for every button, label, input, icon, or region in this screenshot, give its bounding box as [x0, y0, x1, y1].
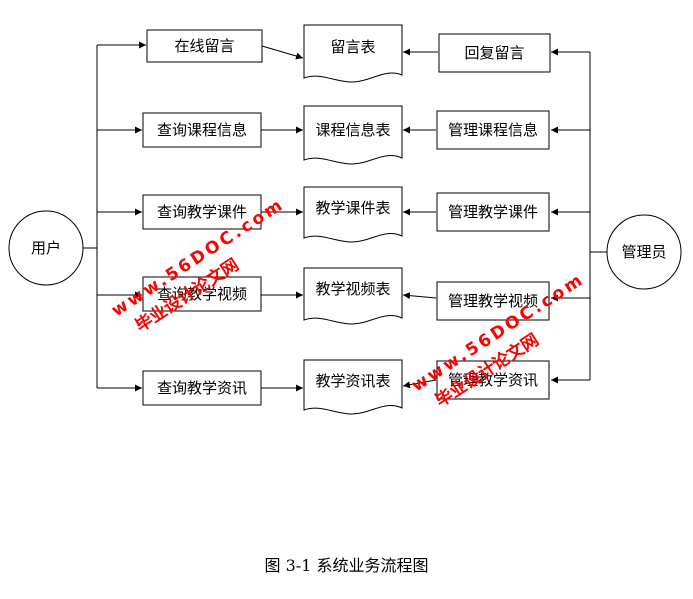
- admin-action-box: 回复留言: [464, 44, 524, 62]
- user-node: 用户: [8, 210, 84, 286]
- data-table-box: 课程信息表: [315, 121, 390, 139]
- admin-action-box: 管理教学课件: [448, 203, 538, 221]
- user-action-box: 查询课程信息: [157, 121, 247, 139]
- flow-row-1: 在线留言 留言表 回复留言: [146, 24, 551, 83]
- flow-row-2: 查询课程信息 课程信息表 管理课程信息: [142, 105, 550, 165]
- flow-row-3: 查询教学课件 教学课件表 管理教学课件: [142, 186, 550, 243]
- admin-connectors: [551, 48, 607, 384]
- user-action-box: 在线留言: [174, 37, 234, 55]
- flow-row-4: 查询教学视频 教学视频表 管理教学视频: [142, 267, 550, 325]
- user-connectors: [83, 41, 146, 392]
- admin-action-box: 管理课程信息: [448, 121, 538, 139]
- figure-caption: 图 3-1 系统业务流程图: [264, 556, 429, 575]
- flow-row-5: 查询教学资讯 教学资讯表 管理教学资讯: [142, 359, 550, 415]
- admin-action-box: 管理教学资讯: [448, 371, 538, 389]
- data-table-box: 教学视频表: [315, 280, 390, 298]
- data-table-box: 教学课件表: [315, 199, 390, 217]
- user-action-box: 查询教学视频: [157, 285, 247, 303]
- user-action-box: 查询教学资讯: [157, 379, 247, 397]
- data-table-box: 留言表: [330, 38, 375, 56]
- admin-label: 管理员: [621, 243, 666, 261]
- admin-node: 管理员: [606, 214, 682, 290]
- flowchart-canvas: 用户 管理员 在线留言 留言表 回复留言 查询课程: [8, 24, 682, 415]
- user-label: 用户: [31, 239, 61, 257]
- user-action-box: 查询教学课件: [157, 203, 247, 221]
- admin-action-box: 管理教学视频: [448, 292, 538, 310]
- data-table-box: 教学资讯表: [315, 372, 390, 390]
